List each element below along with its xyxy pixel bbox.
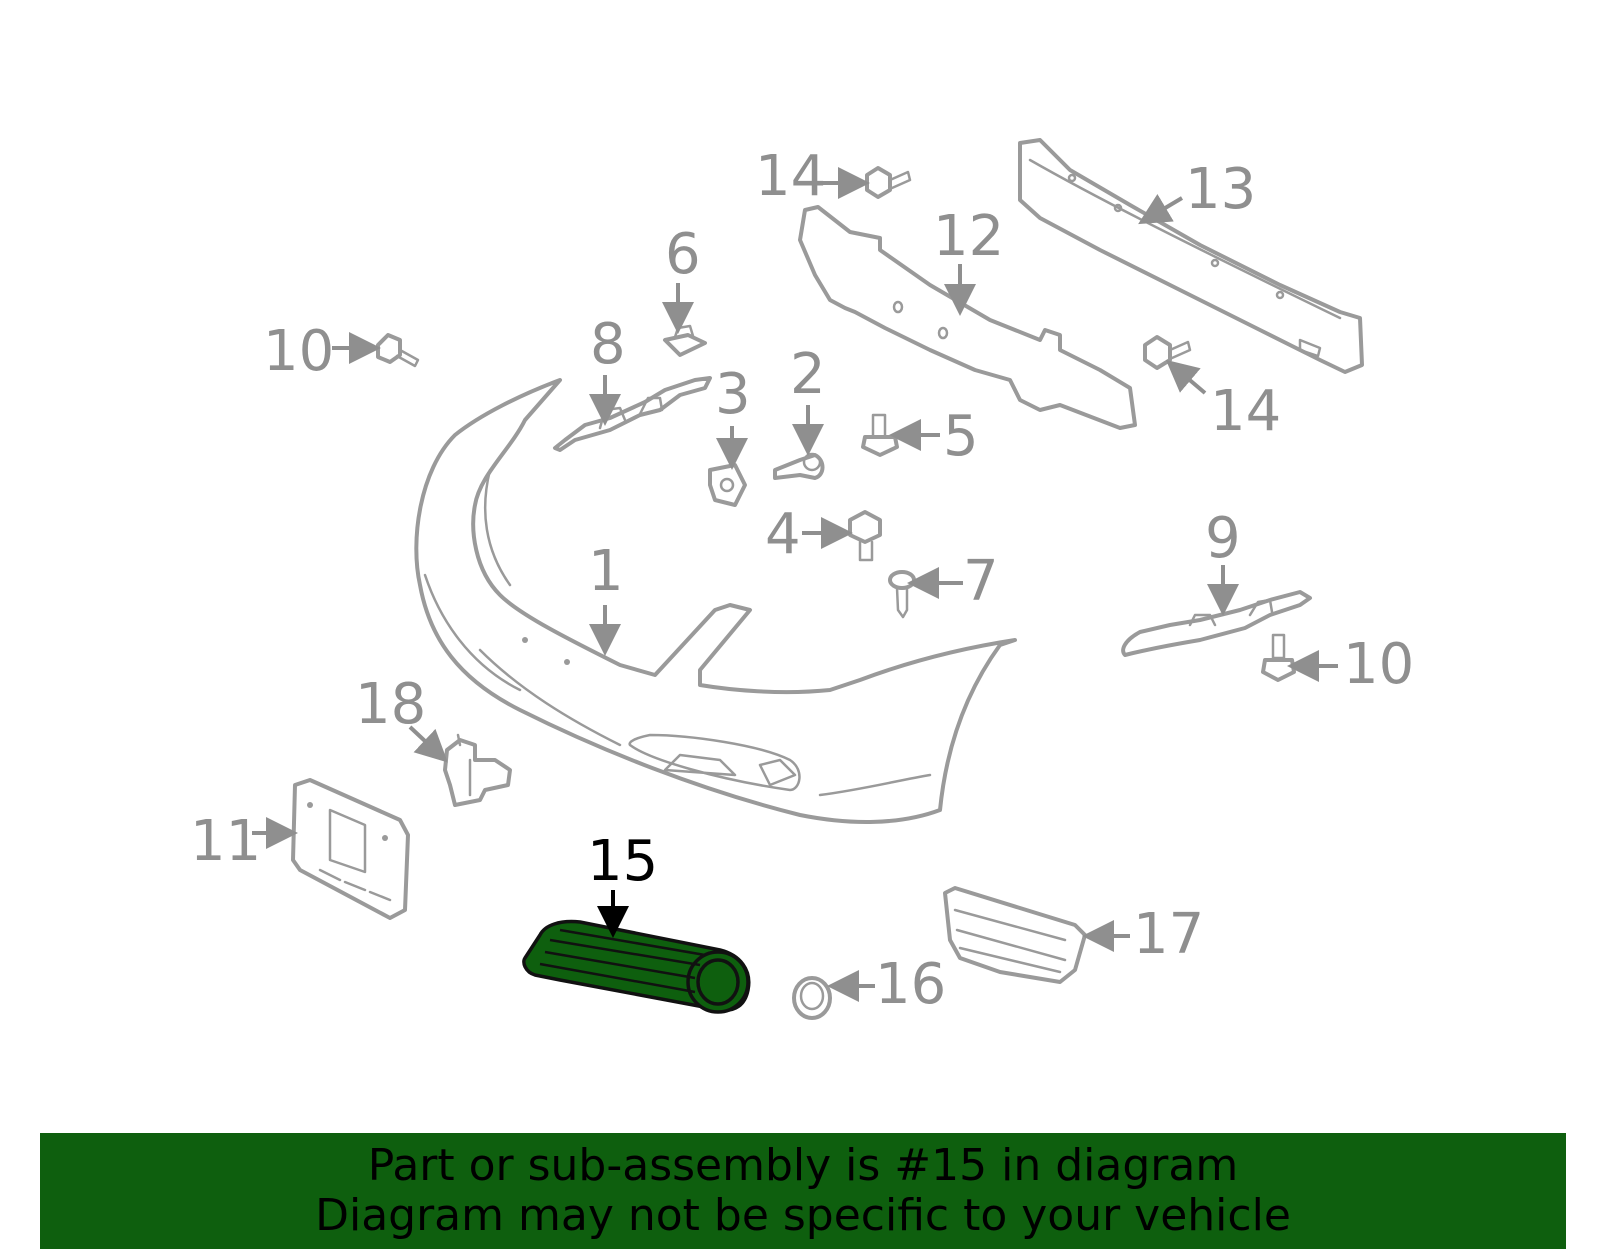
callout-18: 18 <box>355 672 426 737</box>
part-16-grommet[interactable] <box>792 976 832 1020</box>
callout-7: 7 <box>963 549 999 614</box>
callout-2: 2 <box>790 342 826 407</box>
part-1-bumper-cover[interactable] <box>414 378 1017 824</box>
part-3-nut[interactable] <box>708 463 747 507</box>
callout-6: 6 <box>665 222 701 287</box>
part-4-bolt[interactable] <box>848 510 882 562</box>
part-9-bracket[interactable] <box>1121 590 1312 657</box>
callout-16: 16 <box>875 952 946 1017</box>
part-7-push-clip[interactable] <box>888 570 916 619</box>
callout-14-right: 14 <box>1210 379 1281 444</box>
callout-14-top: 14 <box>755 144 826 209</box>
part-10-bolt-right[interactable] <box>1261 633 1296 682</box>
part-10-bolt-left[interactable] <box>376 333 420 368</box>
callout-10-right: 10 <box>1343 632 1414 697</box>
callout-4: 4 <box>765 502 801 567</box>
part-14-bolt-top[interactable] <box>865 166 912 199</box>
part-13-reinforcement[interactable] <box>1018 138 1364 374</box>
part-14-bolt-right[interactable] <box>1143 335 1192 370</box>
banner-line-1: Part or sub-assembly is #15 in diagram <box>367 1140 1239 1191</box>
part-11-license-bracket[interactable] <box>291 778 410 920</box>
info-banner: Part or sub-assembly is #15 in diagram D… <box>40 1133 1566 1249</box>
callout-17: 17 <box>1133 902 1204 967</box>
part-15-air-duct[interactable] <box>522 919 751 1014</box>
callout-10-left: 10 <box>263 319 334 384</box>
banner-line-2: Diagram may not be specific to your vehi… <box>315 1190 1291 1241</box>
callout-12: 12 <box>933 204 1004 269</box>
callout-15: 15 <box>587 829 658 894</box>
callout-8: 8 <box>590 312 626 377</box>
part-17-grille[interactable] <box>943 886 1087 984</box>
callout-11: 11 <box>190 809 261 874</box>
callout-9: 9 <box>1205 506 1241 571</box>
part-12-absorber[interactable] <box>798 205 1137 430</box>
callout-3: 3 <box>715 362 751 427</box>
part-8-bracket[interactable] <box>553 376 712 452</box>
callout-13: 13 <box>1185 157 1256 222</box>
callout-5: 5 <box>943 404 979 469</box>
part-2-clip[interactable] <box>773 452 825 480</box>
callout-1: 1 <box>588 539 624 604</box>
part-6-clip[interactable] <box>663 324 707 357</box>
part-18-sensor-bracket[interactable] <box>443 733 512 807</box>
part-5-bolt[interactable] <box>861 413 899 457</box>
